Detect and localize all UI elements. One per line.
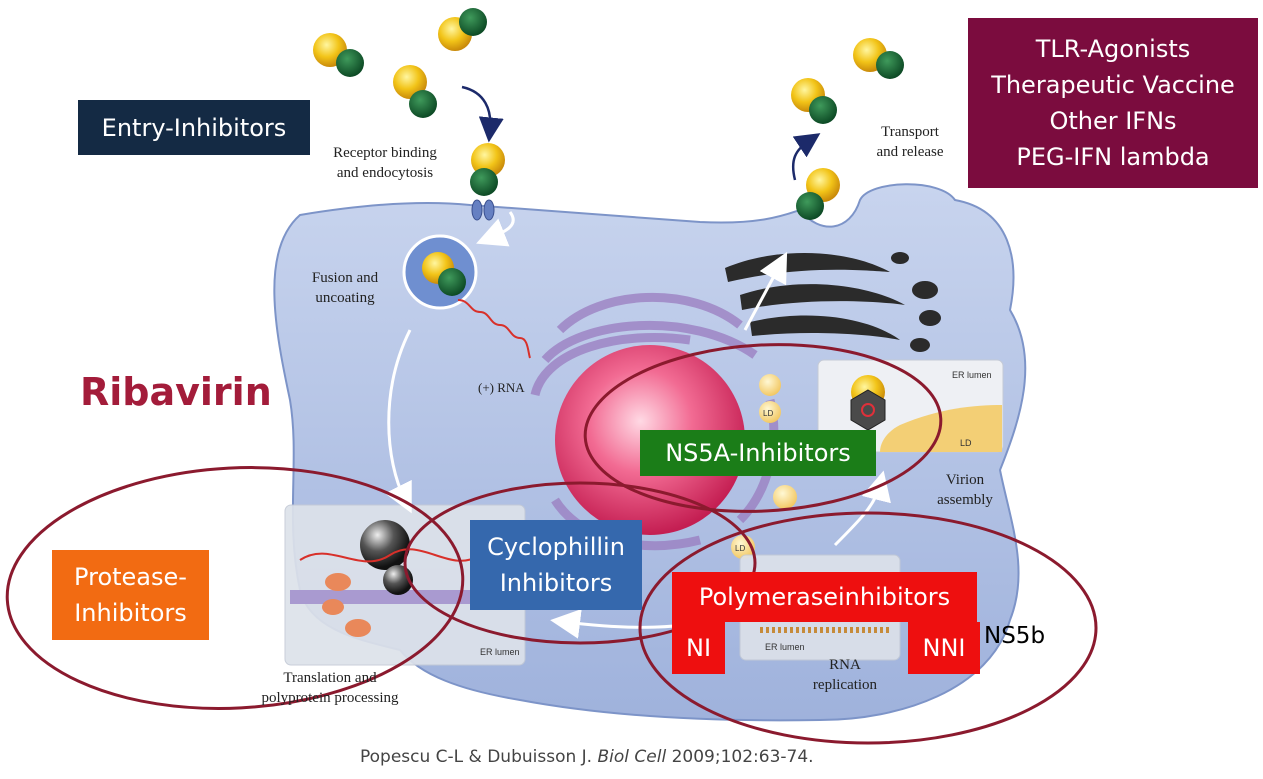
nni-label: NNI xyxy=(922,634,966,662)
tlr-agonists-label: TLR-Agonists xyxy=(1035,35,1191,63)
entry-inhibitors-label: Entry-Inhibitors xyxy=(101,113,287,142)
plus-rna-strand xyxy=(457,299,531,359)
cyclophilin-line-2: Inhibitors xyxy=(499,569,613,597)
virion-envelope xyxy=(438,268,466,296)
rna-replication-label: RNA replication xyxy=(790,655,900,695)
ns5a-inhibitors-box: NS5A-Inhibitors xyxy=(640,430,876,476)
capsid-rna-icon xyxy=(861,403,875,417)
transport-arrow xyxy=(743,251,788,331)
cyclophilin-inhibitors-box: Cyclophillin Inhibitors xyxy=(470,520,642,610)
virion-group-entry xyxy=(313,8,505,196)
polymerase-target-ellipse xyxy=(638,511,1098,745)
lipid-droplet xyxy=(759,401,781,423)
release-arrow xyxy=(791,133,821,181)
translation-line: Translation and xyxy=(283,670,377,686)
er-lumen-label: ER lumen xyxy=(480,647,520,657)
virion-line: Virion xyxy=(945,472,985,488)
polyprotein-beads xyxy=(322,573,371,637)
polyprotein-line: polyprotein processing xyxy=(261,690,399,706)
peg-ifn-lambda-label: PEG-IFN lambda xyxy=(1016,143,1210,171)
ns5a-target-ellipse xyxy=(583,343,943,513)
protease-target-ellipse xyxy=(5,466,465,710)
entry-inhibitors-box: Entry-Inhibitors xyxy=(78,100,310,155)
plus-rna-label: (+) RNA xyxy=(478,380,525,395)
mrna-strand xyxy=(299,548,481,563)
er-lumen-label: ER lumen xyxy=(952,370,992,380)
entry-arrow xyxy=(461,85,504,143)
other-ifns-label: Other IFNs xyxy=(1049,107,1177,135)
translation-label: Translation and polyprotein processing xyxy=(210,668,450,708)
ns5b-label: NS5b xyxy=(984,623,1046,649)
polymerase-inhibitors-label: Polymeraseinhibitors xyxy=(698,583,951,611)
ni-label: NI xyxy=(685,634,712,662)
receptor-binding-line: Receptor binding xyxy=(333,145,437,161)
replication-line: replication xyxy=(812,677,878,693)
citation-journal: Biol Cell xyxy=(597,747,667,767)
target-ellipses xyxy=(5,343,1098,745)
lipid-droplet xyxy=(773,485,797,509)
uncoating-line: uncoating xyxy=(315,290,375,306)
receptor-binding-label: Receptor binding and endocytosis xyxy=(290,143,480,183)
rna-line: RNA xyxy=(829,657,861,673)
protease-inhibitors-box: Protease- Inhibitors xyxy=(52,550,209,640)
ld-label: LD xyxy=(960,438,972,448)
cyclophilin-line-1: Cyclophillin xyxy=(487,533,625,561)
cyclophilin-target-ellipse xyxy=(403,481,757,645)
fusion-line: Fusion and xyxy=(311,270,379,286)
transport-line: Transport xyxy=(881,124,939,140)
therapeutic-vaccine-label: Therapeutic Vaccine xyxy=(991,71,1235,99)
virion-assembly-label: Virion assembly xyxy=(915,470,1015,510)
er-lumen-label: ER lumen xyxy=(765,642,805,652)
fusion-uncoating-label: Fusion and uncoating xyxy=(290,268,400,308)
transport-release-label: Transport and release xyxy=(850,122,970,162)
citation-details: 2009;102:63-74. xyxy=(671,747,814,767)
protease-line-1: Protease- xyxy=(74,563,187,591)
assembly-line: assembly xyxy=(937,492,993,508)
ni-box: NI xyxy=(672,622,725,674)
virion-group-release xyxy=(791,38,904,220)
citation: Popescu C-L & Dubuisson J. Biol Cell 200… xyxy=(360,747,814,767)
endocytosis-line: and endocytosis xyxy=(336,165,434,181)
polymerase-inhibitors-box: Polymeraseinhibitors xyxy=(672,572,977,622)
lipid-droplet xyxy=(759,374,781,396)
ribavirin-label: Ribavirin xyxy=(80,370,272,414)
nni-box: NNI xyxy=(908,622,980,674)
translation-arrow xyxy=(384,329,412,514)
endocytosis-arrow xyxy=(476,211,515,247)
ld-label: LD xyxy=(735,544,745,553)
immunomodulators-box: TLR-Agonists Therapeutic Vaccine Other I… xyxy=(968,18,1258,188)
protease-line-2: Inhibitors xyxy=(74,599,187,627)
ld-label: LD xyxy=(763,409,773,418)
release-line: and release xyxy=(876,144,944,160)
ns5a-inhibitors-label: NS5A-Inhibitors xyxy=(665,439,851,467)
citation-authors: Popescu C-L & Dubuisson J. xyxy=(360,747,593,767)
